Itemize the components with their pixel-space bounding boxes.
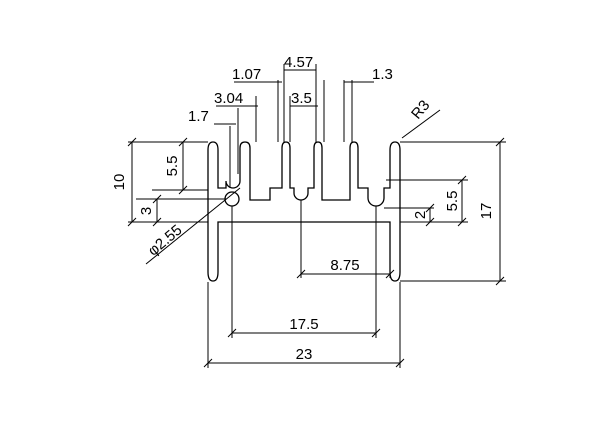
dim-3-04: 3.04 xyxy=(214,90,243,107)
dim-3: 3 xyxy=(138,207,155,215)
dim-5-5-right: 5.5 xyxy=(444,191,461,212)
dim-2: 2 xyxy=(412,211,429,219)
extension-lines xyxy=(128,64,506,368)
heatsink-profile xyxy=(207,141,401,282)
dim-4-57: 4.57 xyxy=(284,54,313,71)
dim-diameter-2-55: φ2.55 xyxy=(145,222,186,260)
dimension-lines xyxy=(127,69,505,368)
dim-17: 17 xyxy=(478,203,495,220)
dim-8-75: 8.75 xyxy=(330,257,359,274)
dim-5-5-left: 5.5 xyxy=(164,156,181,177)
dim-23: 23 xyxy=(296,346,313,363)
dim-r3: R3 xyxy=(408,97,433,123)
profile-outline xyxy=(207,141,401,282)
dim-1-07: 1.07 xyxy=(232,66,261,83)
dim-3-5: 3.5 xyxy=(291,90,312,107)
dim-10: 10 xyxy=(111,174,128,191)
dim-17-5: 17.5 xyxy=(289,316,318,333)
dimension-labels: 1.7 3.04 1.07 4.57 3.5 1.3 R3 10 5.5 3 φ… xyxy=(111,54,495,363)
dim-1-7: 1.7 xyxy=(188,108,209,125)
dim-1-3: 1.3 xyxy=(372,66,393,83)
